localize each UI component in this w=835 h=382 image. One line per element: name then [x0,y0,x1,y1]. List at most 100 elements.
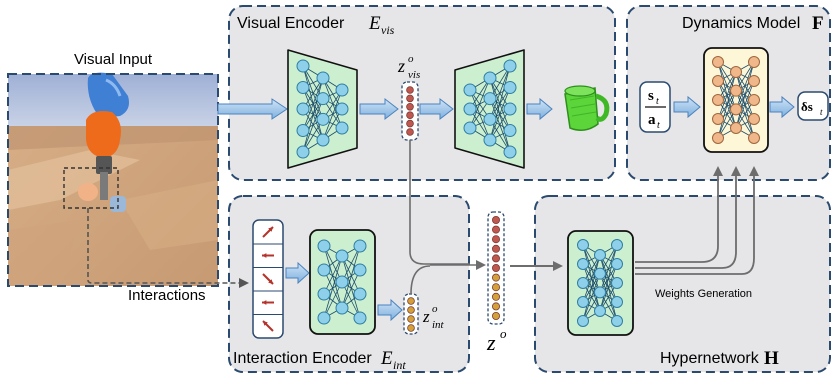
net-edge [735,61,755,129]
net-node [730,103,742,116]
net-node [353,311,367,325]
mug-object [78,183,98,201]
net-node [748,94,760,106]
state-sub: t [656,96,659,107]
latent-unit [406,111,414,119]
action-label: a [648,112,656,128]
net-node [503,59,517,73]
net-node [317,263,331,277]
z-sup: o [500,326,507,341]
net-node [611,258,623,270]
net-node [748,75,760,87]
net-edge [582,254,601,303]
z-vis-sub: vis [408,69,420,81]
reconstructed-mug-icon [564,85,610,131]
net-node [335,102,349,116]
net-node [317,239,331,253]
delta-state-sub: t [820,107,823,117]
visual-input-frame [7,73,219,287]
interaction-encoder-symbol: E [380,348,393,369]
weights-generation-label: Weights Generation [655,288,752,300]
focus-box [63,167,119,209]
net-node [296,81,310,94]
z-vis-sup: o [408,53,414,65]
z-nodes [491,215,500,320]
latent-unit [491,235,500,244]
interaction-encoder-nodes [317,239,367,325]
net-node [577,315,589,327]
latent-unit [406,103,414,111]
net-node [463,102,477,116]
weights-line-3 [635,166,759,275]
net-node [483,112,497,126]
net-node [483,133,497,147]
z-int-base: z [422,307,430,326]
net-node [296,102,310,116]
z-int-sup: o [432,303,438,315]
state-label: s [648,88,654,104]
net-edge [582,254,601,322]
interaction-encoder-title: Interaction Encoder [233,350,372,367]
hypernetwork-net [567,230,634,336]
latent-unit [407,315,415,323]
encoder-to-zint-arrow [377,298,403,322]
net-node [316,71,330,85]
interactions-arrowhead [239,278,249,288]
net-edge [489,87,511,141]
hypernetwork-nodes [577,239,623,327]
net-node [712,94,724,106]
net-edge [735,61,755,110]
net-edge [582,273,601,322]
net-edge [469,89,491,141]
latent-unit [491,311,500,320]
net-node [335,83,349,97]
net-node [712,113,724,125]
latent-unit [491,302,500,311]
net-node [317,287,331,301]
latent-unit [407,306,415,314]
dynamics-symbol: F [812,13,824,34]
net-edge [599,263,618,312]
net-edge [735,80,755,129]
net-node [317,311,331,325]
latent-unit [406,128,414,136]
dynamics-net [703,47,769,153]
net-node [594,249,606,261]
net-edge [341,245,361,283]
net-node [730,84,742,97]
net-node [503,81,517,94]
visual-encoder-sub: vis [381,23,395,37]
net-node [594,286,606,299]
net-edge [323,245,343,309]
net-node [503,124,517,137]
z-vis-base: z [397,56,405,76]
net-node [611,315,623,327]
net-node [483,92,497,106]
delta-state-label: δs [801,99,813,114]
arrow-left-head [262,253,267,258]
interactions-path [87,208,240,284]
net-node [611,239,623,251]
net-edge [323,281,343,319]
latent-unit [406,86,414,94]
net-node [594,267,606,280]
latent-unit [491,254,500,263]
hypernetwork-title: Hypernetwork [660,350,760,367]
net-edge [341,255,361,295]
arrow-left-head [262,300,267,305]
dynamics-to-delta-arrow [769,95,795,119]
latent-unit [406,119,414,128]
net-node [712,75,724,87]
z-int-sub: int [432,319,445,331]
z-base: z [486,330,496,355]
visual-encoder-net [287,49,358,169]
net-node [316,133,330,147]
z-int-nodes [407,297,415,332]
net-edge [717,90,737,139]
net-edge [322,89,343,141]
zint-to-merge-line [410,265,431,295]
visual-encoder-nodes [296,59,349,159]
net-edge [489,65,511,141]
net-node [611,296,623,308]
